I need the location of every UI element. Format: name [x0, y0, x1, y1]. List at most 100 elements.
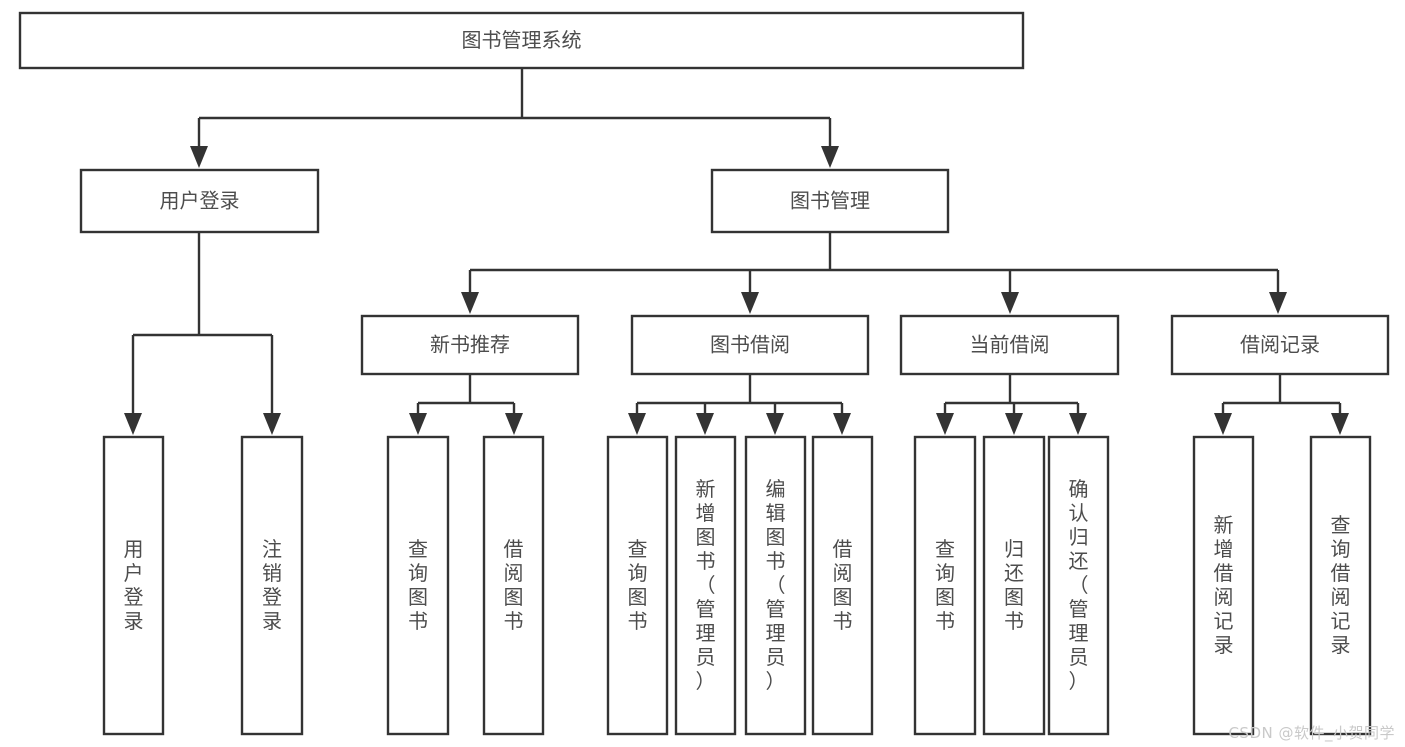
node-leaf-user-login[interactable]: 用户登录: [102, 435, 165, 736]
connector-userlogin-to-leaves: [124, 232, 281, 435]
arrow-head-icon: [263, 413, 281, 435]
node-label-char: 录: [1331, 633, 1351, 657]
connector-bookmgmt-to-level2: [461, 232, 1287, 314]
node-label-char: 登: [262, 585, 282, 609]
node-box[interactable]: [79, 168, 320, 234]
node-label-char: 阅: [504, 561, 524, 585]
arrow-head-icon: [190, 146, 208, 168]
node-box[interactable]: [482, 435, 545, 736]
node-label-char: 户: [124, 561, 144, 585]
connector-recommend-to-leaves: [409, 374, 523, 435]
node-root[interactable]: 图书管理系统: [18, 11, 1025, 70]
node-label: 新书推荐: [430, 333, 510, 357]
node-label-char: （: [1069, 573, 1089, 597]
node-label-char: 询: [935, 561, 955, 585]
node-box[interactable]: [982, 435, 1046, 736]
arrow-head-icon: [766, 413, 784, 435]
node-box[interactable]: [360, 314, 580, 376]
node-label-char: 查: [408, 537, 428, 561]
connector-borrow-to-leaves: [628, 374, 851, 435]
node-label-char: 记: [1331, 609, 1351, 633]
connector-record-to-leaves: [1214, 374, 1349, 435]
connector-current-to-leaves: [936, 374, 1087, 435]
node-label-char: 认: [1069, 501, 1089, 525]
node-label-char: 书: [1004, 609, 1024, 633]
node-box[interactable]: [606, 435, 669, 736]
node-label-char: 登: [124, 585, 144, 609]
node-label-char: 理: [1069, 621, 1089, 645]
node-label-char: 书: [935, 609, 955, 633]
arrow-head-icon: [124, 413, 142, 435]
node-label-char: 录: [1214, 633, 1234, 657]
node-label-char: 员: [696, 645, 716, 669]
node-label-char: 询: [628, 561, 648, 585]
arrow-head-icon: [936, 413, 954, 435]
node-label-char: 员: [1069, 645, 1089, 669]
node-borrow-record[interactable]: 借阅记录: [1170, 314, 1390, 376]
node-label-char: 录: [124, 609, 144, 633]
node-label-char: 还: [1069, 549, 1089, 573]
node-new-book-recommend[interactable]: 新书推荐: [360, 314, 580, 376]
node-label-char: 新: [1214, 513, 1234, 537]
node-box[interactable]: [240, 435, 304, 736]
node-label-char: 销: [262, 561, 282, 585]
node-box[interactable]: [1309, 435, 1372, 736]
node-box[interactable]: [899, 314, 1120, 376]
node-label-char: 图: [408, 585, 428, 609]
node-label-char: 注: [262, 537, 282, 561]
node-label-char: 书: [628, 609, 648, 633]
node-box[interactable]: [674, 435, 737, 736]
node-label-char: 阅: [1214, 585, 1234, 609]
node-book-management[interactable]: 图书管理: [710, 168, 950, 234]
node-box[interactable]: [386, 435, 450, 736]
node-label: 借阅记录: [1240, 333, 1320, 357]
node-box[interactable]: [102, 435, 165, 736]
node-label-char: 询: [1331, 537, 1351, 561]
node-user-login[interactable]: 用户登录: [79, 168, 320, 234]
node-label-char: 管: [766, 597, 786, 621]
node-label-char: ）: [696, 669, 716, 693]
node-label-char: 编: [766, 477, 786, 501]
node-box[interactable]: [913, 435, 977, 736]
node-book-borrow[interactable]: 图书借阅: [630, 314, 870, 376]
arrow-head-icon: [628, 413, 646, 435]
node-label-char: 图: [935, 585, 955, 609]
node-label-char: 书: [696, 549, 716, 573]
arrow-head-icon: [821, 146, 839, 168]
node-current-borrow[interactable]: 当前借阅: [899, 314, 1120, 376]
arrow-head-icon: [1005, 413, 1023, 435]
node-box[interactable]: [630, 314, 870, 376]
arrow-head-icon: [461, 292, 479, 314]
node-label-char: 还: [1004, 561, 1024, 585]
arrow-head-icon: [1331, 413, 1349, 435]
arrow-head-icon: [1269, 292, 1287, 314]
node-box[interactable]: [710, 168, 950, 234]
node-label-char: 借: [504, 537, 524, 561]
node-box[interactable]: [811, 435, 874, 736]
node-box[interactable]: [1170, 314, 1390, 376]
node-label-char: 理: [766, 621, 786, 645]
node-label-char: 录: [262, 609, 282, 633]
node-label-char: 图: [504, 585, 524, 609]
node-box[interactable]: [1192, 435, 1255, 736]
node-label-char: （: [696, 573, 716, 597]
node-box[interactable]: [18, 11, 1025, 70]
node-label-char: 书: [504, 609, 524, 633]
node-box[interactable]: [1047, 435, 1110, 736]
arrow-head-icon: [409, 413, 427, 435]
node-box[interactable]: [744, 435, 807, 736]
node-label-char: 询: [408, 561, 428, 585]
